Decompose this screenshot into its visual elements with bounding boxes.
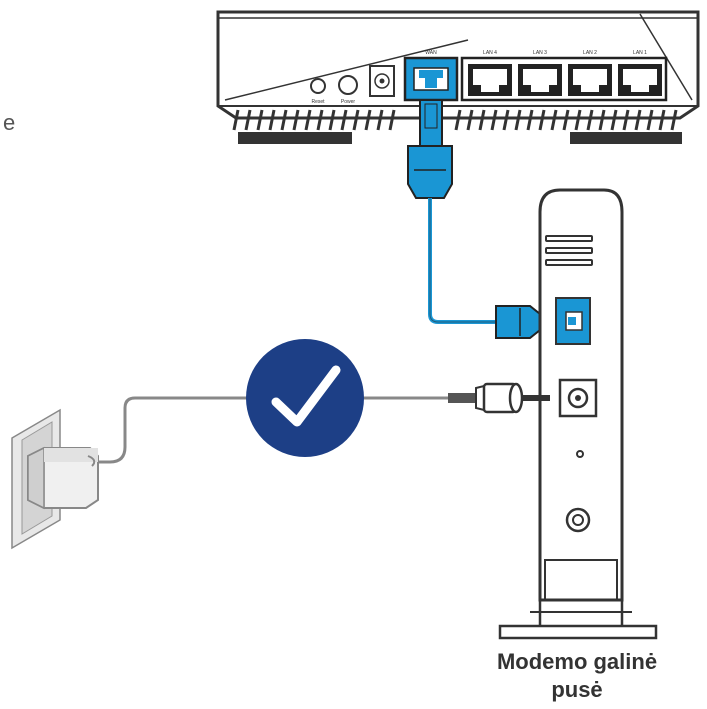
modem [498, 188, 658, 640]
power-cable [92, 382, 550, 464]
modem-caption-line2: pusė [551, 677, 603, 702]
modem-vents [545, 235, 593, 266]
ethernet-cable [407, 99, 559, 339]
modem-caption: Modemo galinė pusė [462, 648, 692, 704]
modem-ethernet-port [555, 297, 591, 345]
lan-label-1: LAN 1 [633, 50, 647, 56]
lan-label-2: LAN 2 [583, 50, 597, 56]
power-label: Power [341, 99, 356, 105]
router-vents [232, 109, 678, 131]
router: Reset Power WAN [216, 10, 700, 144]
lan-port-1 [618, 64, 662, 96]
check-icon [271, 365, 341, 427]
power-wire [92, 396, 460, 464]
power-adapter [27, 446, 99, 510]
modem-stand [498, 624, 658, 640]
reset-button [310, 78, 326, 94]
lan-label-4: LAN 4 [483, 50, 497, 56]
reset-label: Reset [311, 99, 325, 105]
check-badge [246, 339, 364, 457]
power-button [338, 75, 358, 95]
wan-port [403, 56, 459, 102]
lan-label-3: LAN 3 [533, 50, 547, 56]
stray-text: e [3, 110, 16, 135]
wan-label: WAN [425, 50, 437, 56]
router-foot-left [238, 132, 352, 144]
lan-port-2 [568, 64, 612, 96]
lan-ports [460, 56, 668, 102]
modem-caption-line1: Modemo galinė [496, 649, 658, 674]
lan-port-3 [518, 64, 562, 96]
ethernet-wire [428, 198, 498, 324]
modem-power-jack [565, 507, 591, 533]
router-foot-right [570, 132, 682, 144]
modem-coax-port [558, 378, 598, 418]
modem-led [576, 450, 584, 458]
lan-port-4 [468, 64, 512, 96]
